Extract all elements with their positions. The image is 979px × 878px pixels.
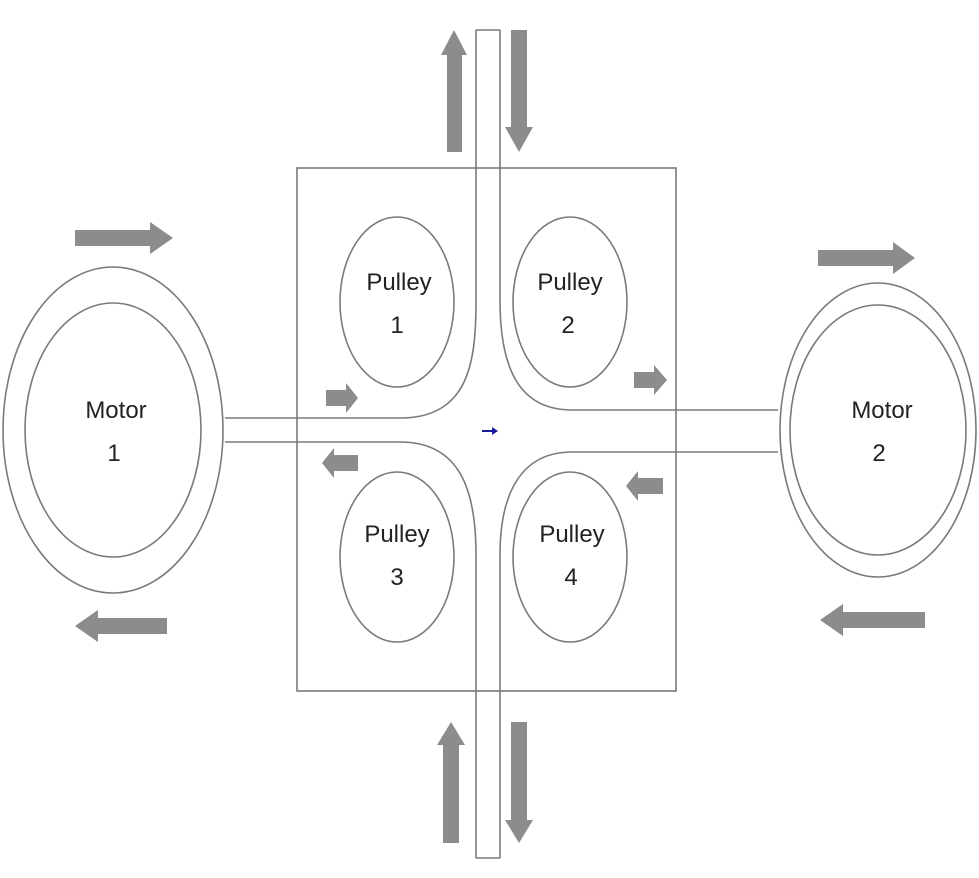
arrow-up-bottom (437, 722, 465, 843)
frame-square (296, 167, 677, 692)
arrow-left-motor2 (820, 604, 925, 636)
center-marker-icon (482, 427, 498, 435)
arrow-left-small-2 (626, 471, 663, 501)
vertical-tape (225, 29, 778, 859)
pulley-2-number: 2 (561, 312, 574, 339)
arrow-down-bottom (505, 722, 533, 843)
pulley-1-number: 1 (390, 312, 403, 339)
motor-1-label: Motor (85, 397, 146, 424)
arrow-left-small-1 (322, 448, 358, 478)
pulley-1: Pulley 1 (339, 216, 455, 388)
motor-1: Motor 1 (2, 266, 224, 594)
arrow-right-motor1 (75, 222, 173, 254)
pulley-3-number: 3 (390, 564, 403, 591)
arrow-left-motor1 (75, 610, 167, 642)
pulley-4-label: Pulley (539, 521, 604, 548)
pulley-1-label: Pulley (366, 269, 431, 296)
pulley-3: Pulley 3 (339, 471, 455, 643)
motor-2-number: 2 (872, 440, 885, 467)
pulley-2: Pulley 2 (512, 216, 628, 388)
arrow-right-small-2 (634, 365, 667, 395)
pulley-4-number: 4 (564, 564, 577, 591)
arrow-right-small-1 (326, 383, 358, 413)
arrow-right-motor2 (818, 242, 915, 274)
arrow-up-top (441, 30, 467, 152)
arrow-down-top (505, 30, 533, 152)
motor-2-label: Motor (851, 397, 912, 424)
motor-2: Motor 2 (779, 282, 977, 578)
pulley-2-label: Pulley (537, 269, 602, 296)
motor-1-number: 1 (107, 440, 120, 467)
pulley-4: Pulley 4 (512, 471, 628, 643)
pulley-3-label: Pulley (364, 521, 429, 548)
